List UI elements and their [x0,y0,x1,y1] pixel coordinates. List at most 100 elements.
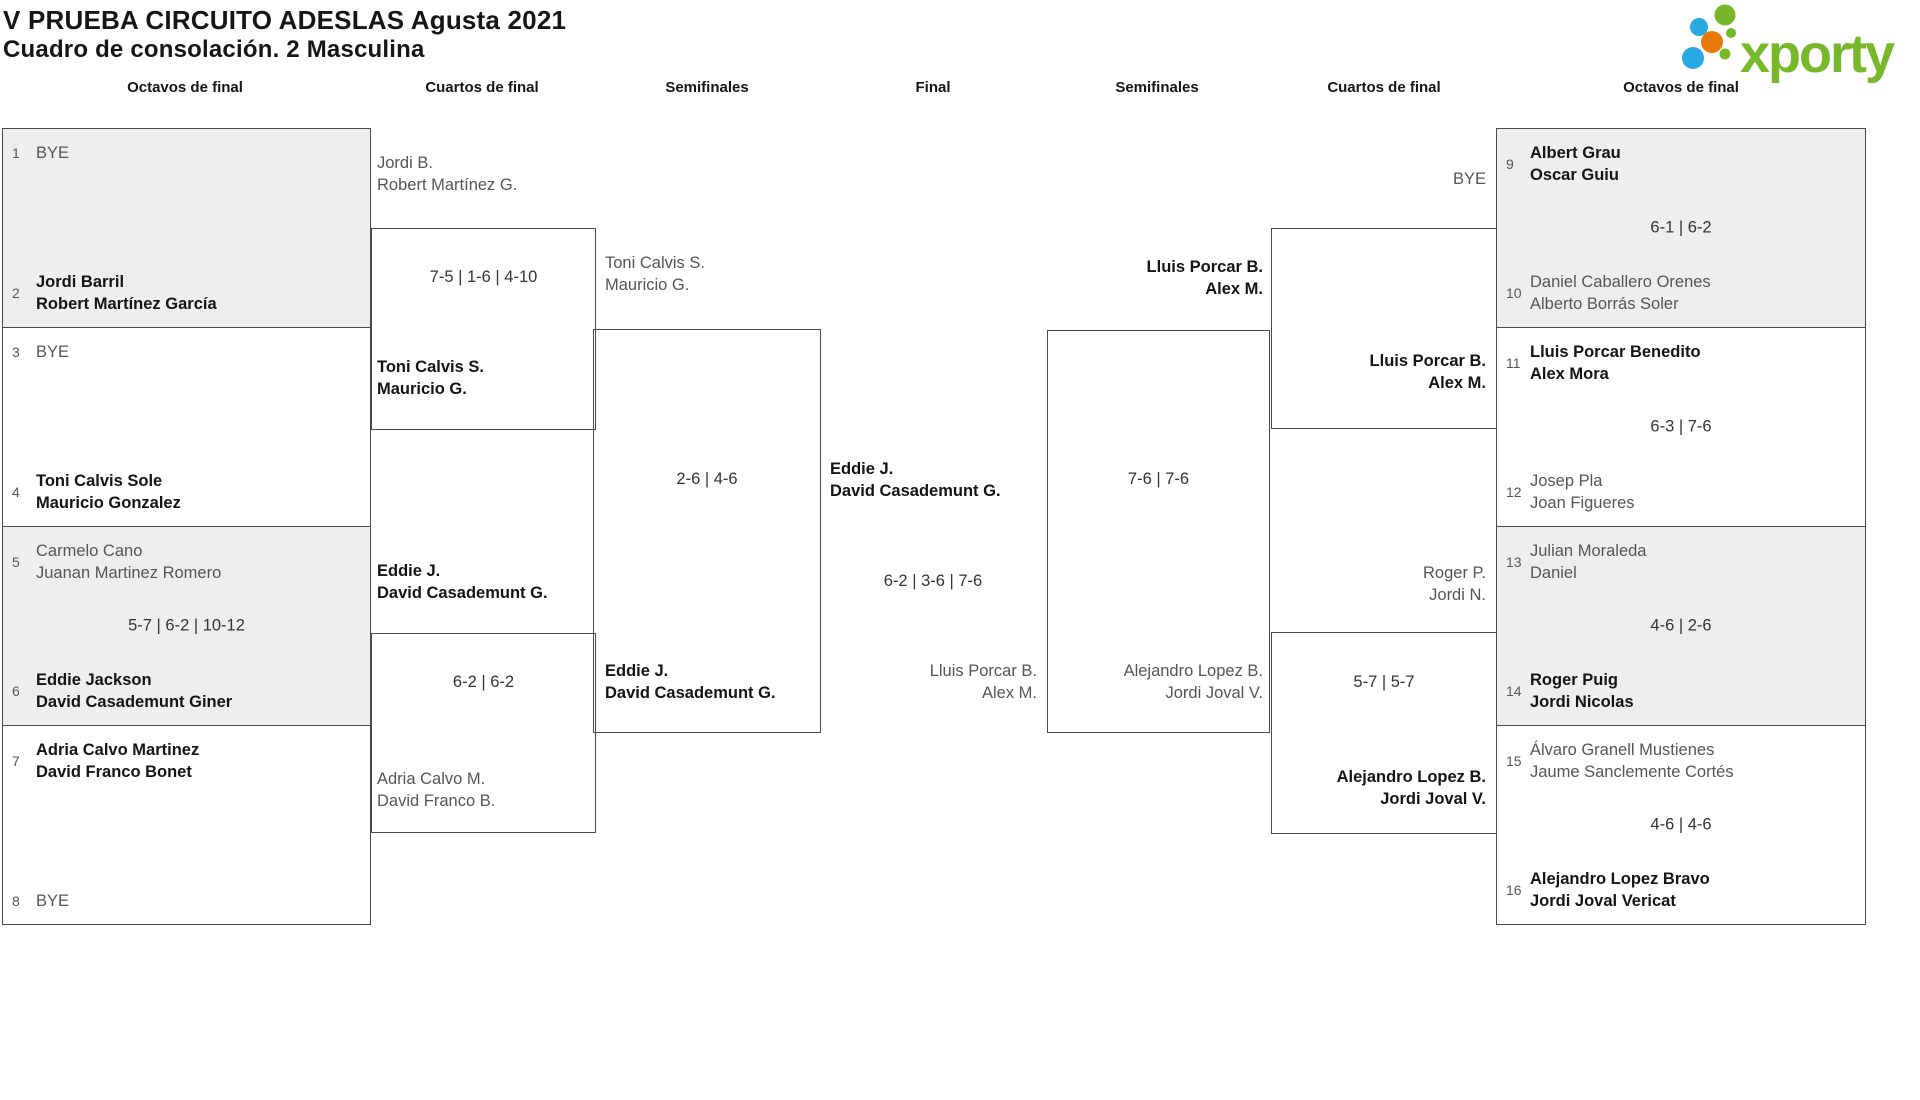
final-score: 6-2 | 3-6 | 7-6 [883,572,983,590]
team-slot-5: 5 Carmelo Cano Juanan Martinez Romero [3,540,370,584]
sf2-bottom-team: Alejandro Lopez B. Jordi Joval V. [1123,662,1263,702]
qf4-score: 5-7 | 5-7 [1353,673,1415,691]
round-header-qf-right: Cuartos de final [1327,79,1441,96]
qf-box-right-top [1271,228,1497,429]
team-name: Josep Pla Joan Figueres [1530,472,1635,512]
qf4-top-team: Roger P. Jordi N. [1423,564,1486,604]
match-box-1: 1 BYE 2 Jordi Barril Robert Martínez Gar… [2,128,371,328]
match-score: 4-6 | 2-6 [1650,616,1712,635]
seed-number: 10 [1506,285,1522,301]
seed-number: 1 [12,145,20,161]
round-header-r16-right: Octavos de final [1623,79,1739,96]
team-slot-14: 14 Roger Puig Jordi Nicolas [1497,669,1865,713]
team-name: Carmelo Cano Juanan Martinez Romero [36,542,222,582]
team-name: Eddie Jackson David Casademunt Giner [36,671,233,711]
team-name: Lluis Porcar Benedito Alex Mora [1530,343,1701,383]
qf1-score: 7-5 | 1-6 | 4-10 [429,268,538,286]
team-name: Julian Moraleda Daniel [1530,542,1647,582]
seed-number: 8 [12,893,20,909]
team-slot-6: 6 Eddie Jackson David Casademunt Giner [3,669,370,713]
team-slot-12: 12 Josep Pla Joan Figueres [1497,470,1865,514]
team-slot-16: 16 Alejandro Lopez Bravo Jordi Joval Ver… [1497,868,1865,912]
team-name: BYE [36,144,70,162]
match-score: 4-6 | 4-6 [1650,815,1712,834]
team-slot-11: 11 Lluis Porcar Benedito Alex Mora [1497,341,1865,385]
team-name: Roger Puig Jordi Nicolas [1530,671,1634,711]
seed-number: 12 [1506,484,1522,500]
qf1-bottom-team: Toni Calvis S. Mauricio G. [377,358,484,398]
team-slot-13: 13 Julian Moraleda Daniel [1497,540,1865,584]
seed-number: 15 [1506,753,1522,769]
match-box-4: 7 Adria Calvo Martinez David Franco Bone… [2,725,371,925]
xporty-logo[interactable]: xporty [1678,2,1918,92]
match-score: 6-3 | 7-6 [1650,417,1712,436]
team-name: BYE [36,892,70,910]
team-slot-15: 15 Álvaro Granell Mustienes Jaume Sancle… [1497,739,1865,783]
qf3-top-team: BYE [1452,170,1486,188]
match-box-5: 9 Albert Grau Oscar Guiu 6-1 | 6-2 10 Da… [1496,128,1866,328]
seed-number: 2 [12,285,20,301]
r16-column-right: 9 Albert Grau Oscar Guiu 6-1 | 6-2 10 Da… [1496,128,1866,925]
round-header-r16-left: Octavos de final [127,79,243,96]
seed-number: 7 [12,753,20,769]
match-score: 6-1 | 6-2 [1650,218,1712,237]
qf-box-right-bottom [1271,632,1497,834]
logo-dots-icon [1682,4,1736,69]
seed-number: 16 [1506,882,1522,898]
page-title: V PRUEBA CIRCUITO ADESLAS Agusta 2021 [3,5,567,35]
team-name: Albert Grau Oscar Guiu [1530,144,1621,184]
logo-graphic: xporty [1682,4,1897,84]
round-header-sf-right: Semifinales [1115,79,1199,96]
sf1-bottom-team: Eddie J. David Casademunt G. [605,662,776,702]
r16-column-left: 1 BYE 2 Jordi Barril Robert Martínez Gar… [2,128,371,925]
team-name: Jordi Barril Robert Martínez García [36,273,217,313]
match-box-2: 3 BYE 4 Toni Calvis Sole Mauricio Gonzal… [2,327,371,527]
team-slot-8: 8 BYE [3,890,370,912]
sf1-score: 2-6 | 4-6 [676,470,738,488]
team-name: Adria Calvo Martinez David Franco Bonet [36,741,200,781]
sf2-top-team: Lluis Porcar B. Alex M. [1146,258,1263,298]
round-header-sf-left: Semifinales [665,79,749,96]
final-bottom-team: Lluis Porcar B. Alex M. [929,662,1037,702]
qf1-top-team: Jordi B. Robert Martínez G. [377,154,518,194]
team-slot-10: 10 Daniel Caballero Orenes Alberto Borrá… [1497,271,1865,315]
team-name: Alejandro Lopez Bravo Jordi Joval Verica… [1530,870,1710,910]
match-box-3: 5 Carmelo Cano Juanan Martinez Romero 5-… [2,526,371,726]
qf2-score: 6-2 | 6-2 [452,673,515,691]
seed-number: 4 [12,484,20,500]
match-box-8: 15 Álvaro Granell Mustienes Jaume Sancle… [1496,725,1866,925]
seed-number: 5 [12,554,20,570]
sf-box-left [593,329,821,733]
logo-wordmark: xporty [1740,24,1895,84]
seed-number: 13 [1506,554,1522,570]
match-box-7: 13 Julian Moraleda Daniel 4-6 | 2-6 14 R… [1496,526,1866,726]
seed-number: 6 [12,683,20,699]
team-name: BYE [36,343,70,361]
team-slot-9: 9 Albert Grau Oscar Guiu [1497,142,1865,186]
match-box-6: 11 Lluis Porcar Benedito Alex Mora 6-3 |… [1496,327,1866,527]
match-score: 5-7 | 6-2 | 10-12 [128,616,245,635]
team-name: Daniel Caballero Orenes Alberto Borrás S… [1530,273,1711,313]
team-slot-2: 2 Jordi Barril Robert Martínez García [3,271,370,315]
sf2-score: 7-6 | 7-6 [1127,470,1190,488]
team-slot-4: 4 Toni Calvis Sole Mauricio Gonzalez [3,470,370,514]
team-slot-7: 7 Adria Calvo Martinez David Franco Bone… [3,739,370,783]
seed-number: 14 [1506,683,1522,699]
qf3-bottom-team: Lluis Porcar B. Alex M. [1369,352,1486,392]
team-slot-3: 3 BYE [3,341,370,363]
sf-box-right [1047,330,1270,733]
team-slot-1: 1 BYE [3,142,370,164]
seed-number: 11 [1506,355,1521,371]
qf2-bottom-team: Adria Calvo M. David Franco B. [377,770,496,810]
round-header-final: Final [915,79,951,96]
qf2-top-team: Eddie J. David Casademunt G. [377,562,548,602]
round-header-qf-left: Cuartos de final [425,79,539,96]
seed-number: 3 [12,344,20,360]
qf-box-left-bottom [371,633,596,833]
team-name: Toni Calvis Sole Mauricio Gonzalez [36,472,181,512]
seed-number: 9 [1506,156,1514,172]
page-subtitle: Cuadro de consolación. 2 Masculina [3,36,425,63]
team-name: Álvaro Granell Mustienes Jaume Sanclemen… [1530,741,1734,781]
final-top-team: Eddie J. David Casademunt G. [830,460,1001,500]
